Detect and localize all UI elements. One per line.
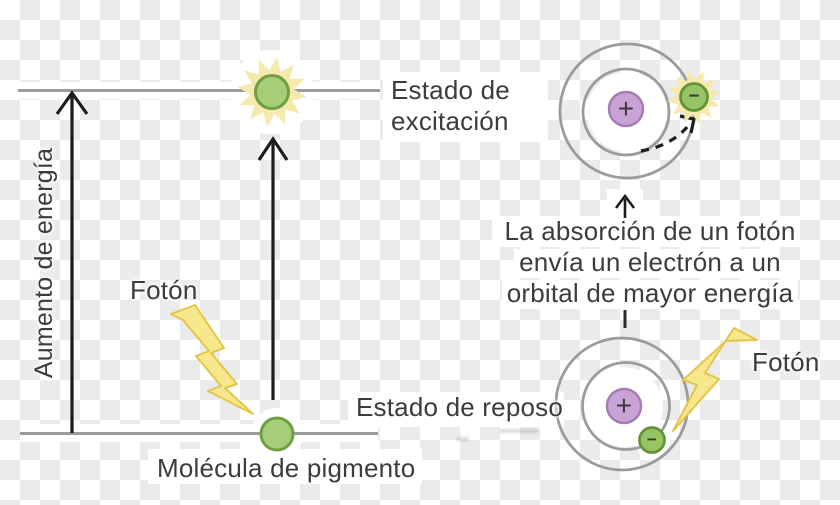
photon-bolt-right xyxy=(672,327,758,432)
ground-state-label: Estado de reposo xyxy=(356,392,564,422)
ground-electron-minus: − xyxy=(646,430,658,449)
excitation-arrow xyxy=(257,136,289,400)
artifact-smudge xyxy=(456,437,469,441)
ground-atom-inner-orbit xyxy=(581,361,671,451)
excited-atom-nucleus xyxy=(607,90,645,128)
artifact-smudge xyxy=(500,429,538,433)
ground-atom-nucleus xyxy=(605,387,643,425)
ground-molecule-circle xyxy=(259,416,295,452)
excited-electron xyxy=(679,82,709,112)
excited-atom xyxy=(558,42,721,180)
excited-state-label-line1: Estado de xyxy=(391,75,510,105)
excited-molecule-circle xyxy=(254,74,290,110)
absorption-caption-line1: La absorción de un fotón xyxy=(504,216,796,246)
ground-nucleus-plus: + xyxy=(615,390,633,421)
energy-axis-label: Aumento de energía xyxy=(30,147,58,379)
excited-electron-minus: − xyxy=(688,86,700,107)
ground-electron xyxy=(638,426,666,454)
absorption-caption: La absorción de un fotón envía un electr… xyxy=(495,216,805,309)
electron-jump-dashed-arrow xyxy=(640,124,690,153)
excited-state-label: Estado de excitación xyxy=(391,75,510,137)
photon-label-left: Fotón xyxy=(130,275,198,305)
excited-atom-inner-orbit xyxy=(581,67,671,157)
absorption-caption-line3: orbital de mayor energía xyxy=(506,278,794,308)
excited-nucleus-plus: + xyxy=(617,93,635,124)
excited-state-label-line2: excitación xyxy=(391,106,509,136)
energy-axis-arrow xyxy=(55,90,89,433)
caption-up-arrow xyxy=(614,193,636,218)
absorption-caption-line2: envía un electrón a un xyxy=(519,247,781,277)
molecule-label: Molécula de pigmento xyxy=(157,453,416,483)
photon-label-right: Fotón xyxy=(752,347,820,377)
photon-bolt-left xyxy=(170,304,254,415)
